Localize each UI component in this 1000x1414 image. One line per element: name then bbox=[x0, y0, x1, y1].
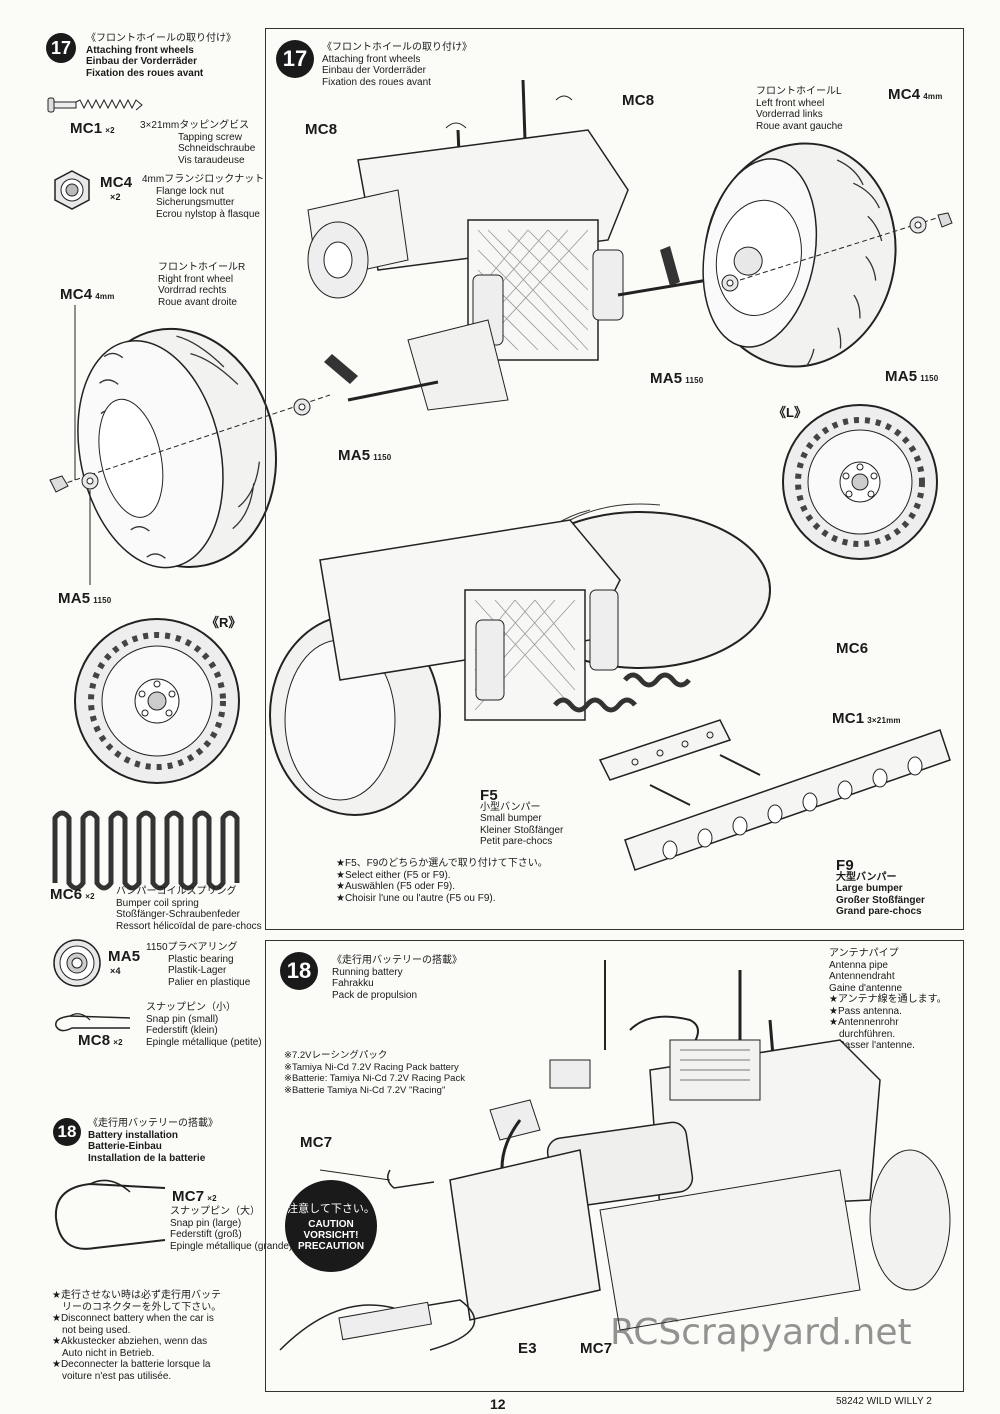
step17-panel-title: 《フロントホイールの取り付け》 Attaching front wheels E… bbox=[322, 42, 472, 88]
step18-mc7-label-bottom: MC7 bbox=[580, 1340, 613, 1357]
bumper-select-note: ★F5、F9のどちらか選んで取り付けて下さい。 ★Select either (… bbox=[336, 858, 548, 904]
left-side-mark: 《L》 bbox=[773, 405, 807, 420]
mc1-screw-illustration bbox=[47, 97, 143, 113]
mc7-snap-pin-illustration bbox=[54, 1179, 166, 1250]
step17-mc6-label: MC6 bbox=[836, 640, 869, 657]
mc1-label: MC1×2 bbox=[70, 120, 115, 137]
step17-title-de: Einbau der Vorderräder bbox=[86, 56, 197, 67]
battery-installation-illustration bbox=[279, 960, 951, 1351]
caution-jp: 注意して下さい。 bbox=[287, 1203, 375, 1215]
mc6-spring-illustration bbox=[52, 810, 240, 891]
mc8-snap-pin-illustration bbox=[55, 1013, 131, 1032]
step17-title-fr: Fixation des roues avant bbox=[86, 67, 204, 79]
bumper-assembly-illustration bbox=[269, 503, 951, 871]
step17-mc8-label-left: MC8 bbox=[305, 121, 338, 138]
chassis-front-assembly-illustration bbox=[307, 79, 709, 411]
step17-mc8-label-top: MC8 bbox=[622, 92, 655, 109]
right-side-mark: 《R》 bbox=[206, 615, 242, 630]
model-code: 58242 WILD WILLY 2 bbox=[836, 1396, 932, 1407]
caution-badge: 注意して下さい。 CAUTION VORSICHT! PRECAUTION bbox=[285, 1180, 377, 1272]
step17-title-en: Attaching front wheels bbox=[86, 44, 194, 56]
step18-mc7-label-top: MC7 bbox=[300, 1134, 333, 1151]
left-wheel-caption: フロントホイールL Left front wheel Vorderrad lin… bbox=[756, 86, 843, 132]
caution-en: CAUTION bbox=[308, 1219, 354, 1230]
step18-e3-label: E3 bbox=[518, 1340, 537, 1357]
mc4-description: 4mmフランジロックナット Flange lock nut Sicherungs… bbox=[142, 174, 265, 220]
step17-panel-badge: 17 bbox=[276, 40, 314, 78]
step17-badge: 17 bbox=[46, 33, 76, 63]
mc6-label: MC6×2 bbox=[50, 886, 95, 903]
step18-panel-frame bbox=[265, 940, 964, 1392]
step18-panel-badge: 18 bbox=[280, 952, 318, 990]
racing-pack-note: ※7.2Vレーシングパック ※Tamiya Ni-Cd 7.2V Racing … bbox=[284, 1050, 465, 1096]
ma5-description: 1150プラベアリング Plastic bearing Plastik-Lage… bbox=[146, 942, 251, 988]
step18-badge: 18 bbox=[53, 1118, 81, 1146]
left-wheel-front-view bbox=[782, 404, 938, 560]
antenna-note: アンテナパイプ Antenna pipe Antennendraht Gaine… bbox=[829, 948, 947, 1051]
caution-fr: PRECAUTION bbox=[297, 1241, 365, 1252]
left-front-wheel-illustration bbox=[702, 142, 953, 368]
mc8-label: MC8×2 bbox=[78, 1032, 123, 1049]
disconnect-battery-note: ★走行させない時は必ず走行用バッテ リーのコネクターを外して下さい。 ★Disc… bbox=[52, 1290, 222, 1382]
mc4-label: MC4 ×2 bbox=[100, 174, 133, 202]
f5-caption: F5 小型バンパー Small bumper Kleiner Stoßfänge… bbox=[480, 787, 564, 847]
mc6-description: バンパーコイルスプリング Bumper coil spring Stoßfäng… bbox=[116, 886, 262, 932]
step17-title-jp: 《フロントホイールの取り付け》 bbox=[86, 33, 236, 44]
ma5-label: MA5 ×4 bbox=[108, 948, 141, 976]
mc1-description: 3×21mmタッピングビス Tapping screw Schneidschra… bbox=[140, 120, 256, 166]
step17-title: 《フロントホイールの取り付け》 Attaching front wheels E… bbox=[86, 33, 236, 79]
step18-title: 《走行用バッテリーの搭載》 Battery installation Batte… bbox=[88, 1118, 218, 1164]
right-wheel-caption: フロントホイールR Right front wheel Vordrrad rec… bbox=[158, 262, 246, 308]
f9-caption: F9 大型バンパー Large bumper Großer Stoßfänger… bbox=[836, 857, 925, 917]
page-number: 12 bbox=[490, 1396, 506, 1412]
caution-de: VORSICHT! bbox=[303, 1230, 359, 1241]
f5-code: F5 bbox=[480, 787, 498, 804]
step18-panel-title: 《走行用バッテリーの搭載》 Running battery Fahrakku P… bbox=[332, 955, 462, 1001]
mc7-description: スナップピン（大） Snap pin (large) Federstift (g… bbox=[170, 1206, 293, 1252]
watermark: RCScrapyard.net bbox=[610, 1312, 912, 1353]
mc7-label: MC7×2 bbox=[172, 1188, 217, 1205]
ma5-bearing-illustration bbox=[53, 939, 101, 987]
f9-code: F9 bbox=[836, 857, 854, 874]
mc4-nut-illustration bbox=[54, 170, 90, 210]
step17-panel-frame bbox=[265, 28, 964, 930]
mc8-description: スナップピン（小） Snap pin (small) Federstift (k… bbox=[146, 1002, 262, 1048]
right-front-wheel-illustration bbox=[49, 305, 331, 585]
right-wheel-front-view bbox=[74, 618, 240, 784]
